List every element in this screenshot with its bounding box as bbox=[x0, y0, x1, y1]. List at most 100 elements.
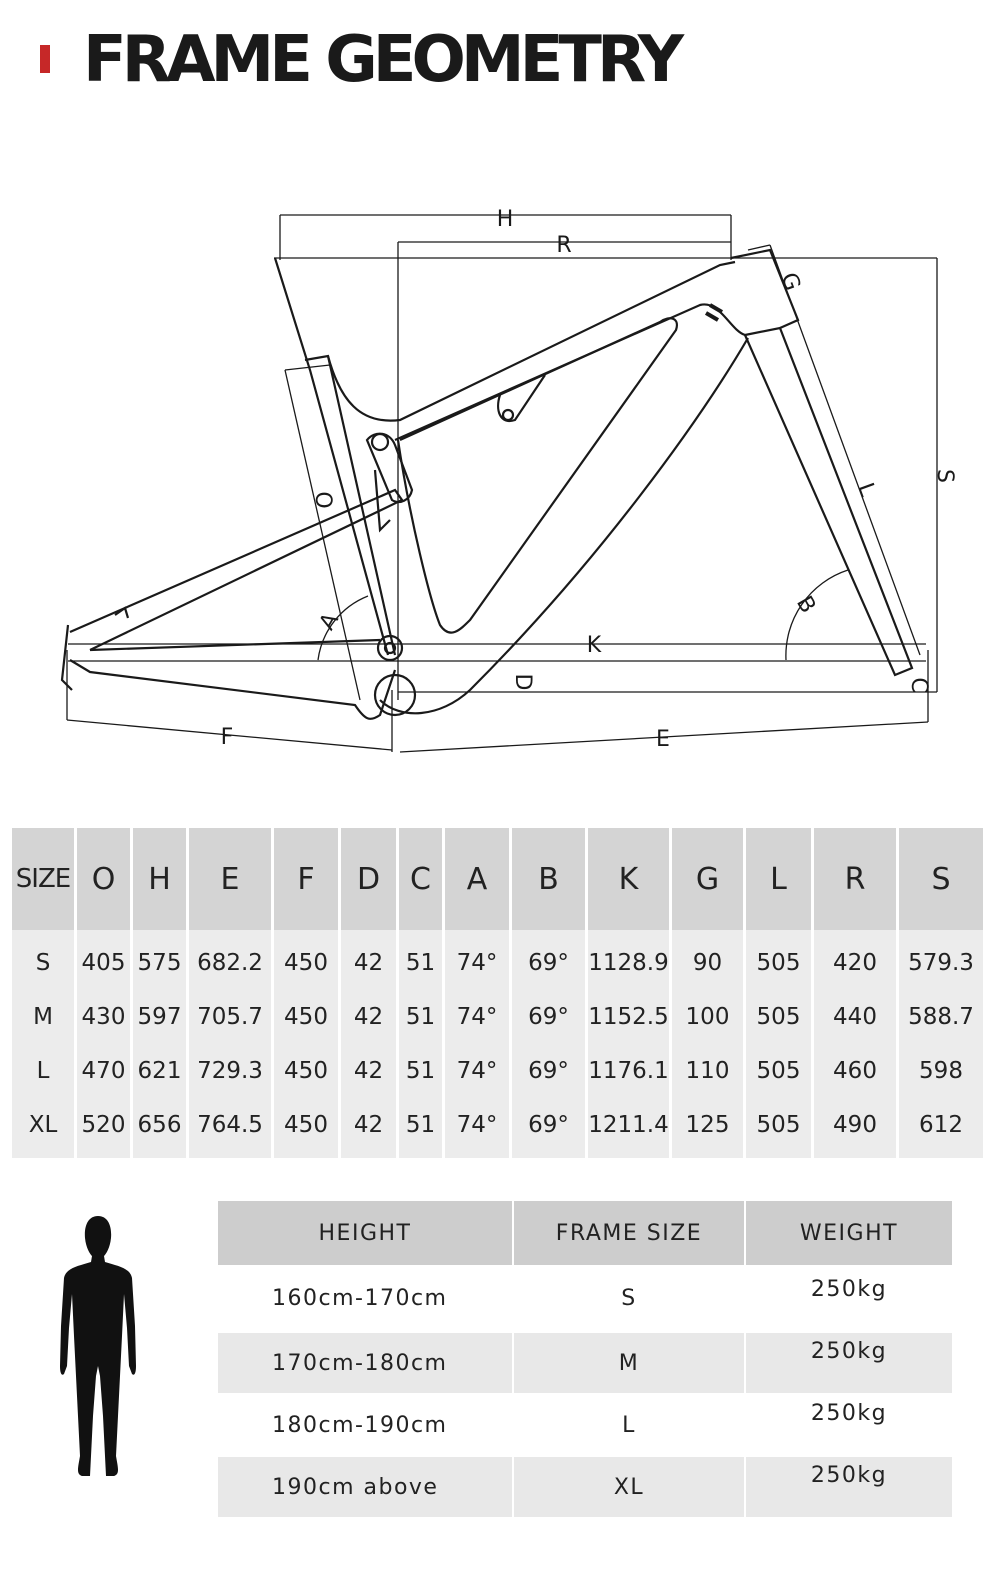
label-b: B bbox=[791, 592, 820, 618]
height-cell: 190cm above bbox=[218, 1457, 514, 1519]
table-cell: 1128.9 bbox=[588, 930, 669, 990]
table-cell: 450 bbox=[274, 930, 338, 990]
table-cell: 450 bbox=[274, 990, 338, 1044]
table-cell: 51 bbox=[399, 930, 442, 990]
table-cell: 450 bbox=[274, 1098, 338, 1158]
table-cell: 505 bbox=[746, 930, 811, 990]
table-cell: 110 bbox=[672, 1044, 743, 1098]
frame-size-header: FRAME SIZE bbox=[514, 1201, 746, 1265]
table-cell: 470 bbox=[77, 1044, 130, 1098]
geometry-table: SIZE O H E F D C A B K G L R S S 405 575… bbox=[9, 828, 986, 1158]
table-cell: 505 bbox=[746, 1098, 811, 1158]
size-header-row: HEIGHT FRAME SIZE WEIGHT bbox=[218, 1201, 952, 1265]
table-row: XL 520 656 764.5 450 42 51 74° 69° 1211.… bbox=[12, 1098, 983, 1158]
table-cell: 51 bbox=[399, 1044, 442, 1098]
table-cell: 588.7 bbox=[899, 990, 983, 1044]
col-header: S bbox=[899, 828, 983, 930]
col-header: B bbox=[512, 828, 585, 930]
size-row: 190cm above XL 250kg bbox=[218, 1457, 952, 1519]
table-cell: M bbox=[12, 990, 74, 1044]
frame-size-cell: S bbox=[514, 1265, 746, 1333]
table-cell: 1152.5 bbox=[588, 990, 669, 1044]
frame-size-cell: M bbox=[514, 1333, 746, 1395]
col-header: F bbox=[274, 828, 338, 930]
col-header: A bbox=[445, 828, 509, 930]
table-cell: 656 bbox=[133, 1098, 186, 1158]
col-header: G bbox=[672, 828, 743, 930]
height-header: HEIGHT bbox=[218, 1201, 514, 1265]
col-header: SIZE bbox=[12, 828, 74, 930]
table-cell: 74° bbox=[445, 1044, 509, 1098]
table-cell: 520 bbox=[77, 1098, 130, 1158]
label-o: O bbox=[310, 491, 335, 508]
table-cell: 69° bbox=[512, 1098, 585, 1158]
table-cell: 420 bbox=[814, 930, 896, 990]
label-e: E bbox=[656, 727, 670, 752]
table-cell: 597 bbox=[133, 990, 186, 1044]
human-silhouette-icon bbox=[60, 1216, 136, 1476]
table-cell: 74° bbox=[445, 930, 509, 990]
table-cell: 705.7 bbox=[189, 990, 271, 1044]
label-d: D bbox=[510, 674, 535, 691]
col-header: H bbox=[133, 828, 186, 930]
col-header: K bbox=[588, 828, 669, 930]
table-cell: 42 bbox=[341, 1098, 396, 1158]
table-row: M 430 597 705.7 450 42 51 74° 69° 1152.5… bbox=[12, 990, 983, 1044]
table-row: L 470 621 729.3 450 42 51 74° 69° 1176.1… bbox=[12, 1044, 983, 1098]
table-cell: 125 bbox=[672, 1098, 743, 1158]
weight-cell: 250kg bbox=[746, 1265, 952, 1333]
geometry-header-row: SIZE O H E F D C A B K G L R S bbox=[12, 828, 983, 930]
label-c: C bbox=[906, 677, 931, 692]
weight-header: WEIGHT bbox=[746, 1201, 952, 1265]
size-row: 170cm-180cm M 250kg bbox=[218, 1333, 952, 1395]
weight-cell: 250kg bbox=[746, 1457, 952, 1519]
height-cell: 180cm-190cm bbox=[218, 1395, 514, 1457]
table-cell: 42 bbox=[341, 990, 396, 1044]
table-cell: 505 bbox=[746, 990, 811, 1044]
table-cell: L bbox=[12, 1044, 74, 1098]
col-header: O bbox=[77, 828, 130, 930]
table-cell: S bbox=[12, 930, 74, 990]
dimension-lines bbox=[66, 214, 938, 753]
table-cell: 90 bbox=[672, 930, 743, 990]
table-cell: 405 bbox=[77, 930, 130, 990]
table-cell: 575 bbox=[133, 930, 186, 990]
size-row: 180cm-190cm L 250kg bbox=[218, 1395, 952, 1457]
table-cell: 682.2 bbox=[189, 930, 271, 990]
table-cell: 74° bbox=[445, 1098, 509, 1158]
size-row: 160cm-170cm S 250kg bbox=[218, 1265, 952, 1333]
col-header: E bbox=[189, 828, 271, 930]
label-s: S bbox=[932, 469, 957, 483]
table-cell: XL bbox=[12, 1098, 74, 1158]
height-cell: 160cm-170cm bbox=[218, 1265, 514, 1333]
frame-size-cell: XL bbox=[514, 1457, 746, 1519]
table-row: S 405 575 682.2 450 42 51 74° 69° 1128.9… bbox=[12, 930, 983, 990]
frame-geometry-diagram: H R G S L B K A D C F E O bbox=[60, 207, 957, 753]
table-cell: 74° bbox=[445, 990, 509, 1044]
table-cell: 440 bbox=[814, 990, 896, 1044]
table-cell: 729.3 bbox=[189, 1044, 271, 1098]
table-cell: 505 bbox=[746, 1044, 811, 1098]
table-cell: 450 bbox=[274, 1044, 338, 1098]
table-cell: 612 bbox=[899, 1098, 983, 1158]
table-cell: 460 bbox=[814, 1044, 896, 1098]
table-cell: 1176.1 bbox=[588, 1044, 669, 1098]
label-k: K bbox=[587, 633, 602, 658]
table-cell: 69° bbox=[512, 1044, 585, 1098]
table-cell: 598 bbox=[899, 1044, 983, 1098]
table-cell: 490 bbox=[814, 1098, 896, 1158]
table-cell: 51 bbox=[399, 990, 442, 1044]
label-r: R bbox=[556, 233, 571, 258]
table-cell: 579.3 bbox=[899, 930, 983, 990]
page-title: FRAME GEOMETRY bbox=[83, 23, 684, 97]
table-cell: 42 bbox=[341, 930, 396, 990]
table-cell: 100 bbox=[672, 990, 743, 1044]
weight-cell: 250kg bbox=[746, 1333, 952, 1395]
table-cell: 1211.4 bbox=[588, 1098, 669, 1158]
table-cell: 69° bbox=[512, 930, 585, 990]
table-cell: 764.5 bbox=[189, 1098, 271, 1158]
title-accent-bar bbox=[40, 45, 50, 73]
label-h: H bbox=[497, 207, 514, 232]
size-chart-table: HEIGHT FRAME SIZE WEIGHT 160cm-170cm S 2… bbox=[218, 1201, 952, 1519]
frame-outline bbox=[60, 248, 914, 720]
